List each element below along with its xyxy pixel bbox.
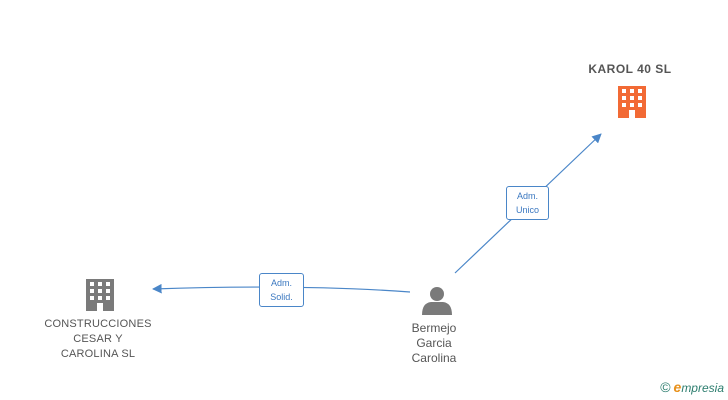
- building-icon-karol: [618, 86, 646, 118]
- edge-label-line: Solid.: [270, 292, 293, 302]
- edge-label-line: Adm.: [270, 278, 292, 288]
- brand-name: mpresia: [681, 381, 724, 395]
- empresia-watermark: ©empresia: [660, 379, 724, 395]
- node-label-karol[interactable]: KAROL 40 SL: [588, 62, 672, 76]
- edge-label-line: Adm.: [516, 191, 538, 201]
- edge-label-line: Unico: [515, 205, 539, 215]
- copyright-symbol: ©: [660, 379, 671, 395]
- edge-label-to-construcciones: Adm. Solid.: [259, 273, 304, 307]
- node-label-line: Garcia: [416, 336, 452, 350]
- node-label-bermejo[interactable]: Bermejo Garcia Carolina: [384, 321, 484, 366]
- node-label-line: Bermejo: [411, 321, 457, 335]
- node-label-line: Carolina: [411, 351, 457, 365]
- node-label-line: CESAR Y: [73, 333, 123, 345]
- node-label-construcciones[interactable]: CONSTRUCCIONES CESAR Y CAROLINA SL: [20, 317, 176, 362]
- node-label-line: CONSTRUCCIONES: [44, 318, 152, 330]
- building-icon-construcciones: [86, 279, 114, 311]
- person-icon-bermejo: [422, 287, 452, 315]
- edge-label-to-karol: Adm. Unico: [506, 186, 549, 220]
- node-label-line: CAROLINA SL: [60, 348, 136, 360]
- brand-initial: e: [673, 379, 682, 395]
